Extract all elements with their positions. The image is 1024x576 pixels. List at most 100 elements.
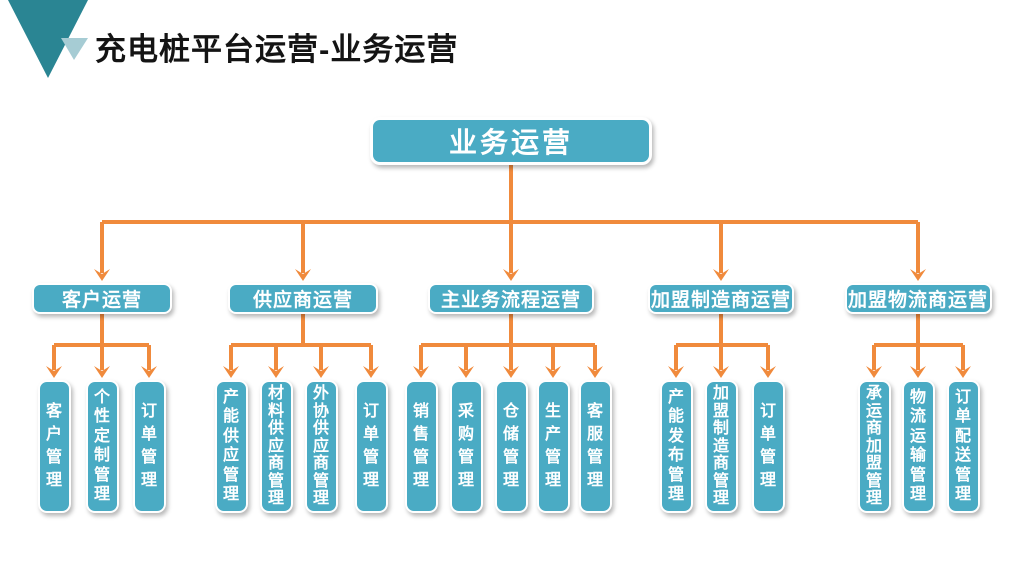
leaf-node-char: 应 bbox=[222, 447, 239, 465]
arrowhead-icon bbox=[223, 366, 239, 378]
leaf-node-char: 管 bbox=[586, 449, 603, 466]
leaf-node-char: 服 bbox=[586, 426, 603, 443]
branch-node-5: 加盟物流商运营 bbox=[844, 283, 992, 314]
leaf-node-char: 销 bbox=[412, 403, 429, 420]
arrowhead-icon bbox=[363, 366, 379, 378]
leaf-node-char: 供 bbox=[222, 427, 239, 445]
leaf-node-char: 客 bbox=[586, 403, 603, 420]
leaf-node-char: 管 bbox=[93, 466, 110, 484]
header-decoration bbox=[8, 0, 88, 78]
branch-node-3: 主业务流程运营 bbox=[428, 283, 594, 314]
leaf-node-char: 单 bbox=[362, 426, 379, 443]
root-node: 业务运营 bbox=[370, 117, 652, 165]
leaf-node-char: 单 bbox=[954, 408, 971, 426]
leaf-node-char: 物 bbox=[909, 388, 926, 406]
triangle-light-icon bbox=[61, 38, 88, 60]
leaf-node: 产能发布管理 bbox=[659, 380, 693, 513]
arrowhead-icon bbox=[866, 366, 882, 378]
leaf-node-char: 理 bbox=[544, 472, 561, 489]
leaf-node-char: 理 bbox=[267, 490, 284, 507]
leaf-node-char: 管 bbox=[954, 466, 971, 484]
leaf-node-char: 管 bbox=[712, 472, 729, 490]
leaf-node-char: 理 bbox=[93, 486, 110, 504]
arrowhead-icon bbox=[503, 269, 519, 281]
leaf-node-char: 商 bbox=[712, 455, 729, 472]
arrowhead-icon bbox=[413, 366, 429, 378]
leaf-node-char: 生 bbox=[544, 403, 561, 420]
leaf-node-char: 理 bbox=[412, 472, 429, 489]
leaf-node-char: 商 bbox=[865, 420, 882, 437]
leaf-node-char: 订 bbox=[140, 403, 157, 420]
leaf-node-char: 性 bbox=[93, 408, 110, 426]
leaf-node-char: 能 bbox=[667, 408, 684, 426]
leaf-node: 订单配送管理 bbox=[946, 380, 980, 513]
leaf-node-char: 发 bbox=[667, 427, 684, 445]
leaf-node-char: 理 bbox=[502, 472, 519, 489]
leaf-node-char: 单 bbox=[140, 426, 157, 443]
leaf-node-char: 盟 bbox=[712, 402, 729, 420]
leaf-node-char: 管 bbox=[544, 449, 561, 466]
leaf-node-char: 个 bbox=[93, 388, 110, 406]
arrowhead-icon bbox=[668, 366, 684, 378]
leaf-node-char: 管 bbox=[502, 449, 519, 466]
leaf-node-char: 理 bbox=[759, 472, 776, 489]
leaf-node: 个性定制管理 bbox=[85, 380, 119, 513]
leaf-node-char: 理 bbox=[865, 490, 882, 507]
leaf-node-char: 理 bbox=[712, 490, 729, 507]
leaf-node-char: 产 bbox=[667, 388, 684, 406]
arrowhead-icon bbox=[141, 366, 157, 378]
leaf-node-char: 输 bbox=[909, 447, 926, 465]
arrowhead-icon bbox=[910, 366, 926, 378]
arrowhead-icon bbox=[503, 366, 519, 378]
leaf-node-char: 管 bbox=[909, 466, 926, 484]
leaf-node-char: 产 bbox=[544, 426, 561, 443]
leaf-node: 客服管理 bbox=[578, 380, 612, 513]
leaf-node-char: 订 bbox=[954, 388, 971, 406]
branch-node-1: 客户运营 bbox=[32, 283, 172, 314]
triangle-dark-icon bbox=[8, 0, 88, 78]
leaf-node-char: 盟 bbox=[865, 455, 882, 472]
leaf-node-char: 材 bbox=[267, 385, 284, 402]
leaf-node-char: 协 bbox=[312, 402, 329, 420]
arrowhead-icon bbox=[295, 269, 311, 281]
leaf-node-char: 管 bbox=[312, 472, 329, 490]
arrowhead-icon bbox=[760, 366, 776, 378]
branch-node-2: 供应商运营 bbox=[228, 283, 378, 314]
leaf-node-char: 料 bbox=[267, 402, 284, 420]
leaf-node-char: 承 bbox=[865, 385, 882, 402]
leaf-node: 订单管理 bbox=[751, 380, 785, 513]
leaf-node-char: 管 bbox=[457, 449, 474, 466]
arrowhead-icon bbox=[458, 366, 474, 378]
leaf-node-char: 管 bbox=[222, 466, 239, 484]
arrowhead-icon bbox=[713, 269, 729, 281]
leaf-node: 产能供应管理 bbox=[214, 380, 248, 513]
leaf-node: 客户管理 bbox=[37, 380, 71, 513]
leaf-node: 承运商加盟管理 bbox=[857, 380, 891, 513]
arrowhead-icon bbox=[713, 366, 729, 378]
leaf-node-char: 管 bbox=[412, 449, 429, 466]
leaf-node: 采购管理 bbox=[449, 380, 483, 513]
leaf-node-char: 户 bbox=[45, 426, 62, 443]
arrowhead-icon bbox=[46, 366, 62, 378]
arrowhead-icon bbox=[545, 366, 561, 378]
leaf-node-char: 流 bbox=[909, 408, 926, 426]
leaf-node-char: 理 bbox=[909, 486, 926, 504]
leaf-node-char: 布 bbox=[667, 447, 684, 465]
leaf-node-char: 供 bbox=[312, 420, 329, 437]
leaf-node-char: 售 bbox=[412, 426, 429, 443]
leaf-node-char: 运 bbox=[909, 427, 926, 445]
leaf-node: 外协供应商管理 bbox=[304, 380, 338, 513]
arrowhead-icon bbox=[910, 269, 926, 281]
leaf-node: 生产管理 bbox=[536, 380, 570, 513]
leaf-node-char: 订 bbox=[759, 403, 776, 420]
leaf-node-char: 供 bbox=[267, 420, 284, 437]
leaf-node-char: 产 bbox=[222, 388, 239, 406]
leaf-node-char: 商 bbox=[312, 455, 329, 472]
leaf-node-char: 管 bbox=[362, 449, 379, 466]
leaf-node-char: 购 bbox=[457, 426, 474, 443]
leaf-node-char: 采 bbox=[457, 403, 474, 420]
arrowhead-icon bbox=[94, 366, 110, 378]
leaf-node-char: 制 bbox=[712, 420, 729, 437]
